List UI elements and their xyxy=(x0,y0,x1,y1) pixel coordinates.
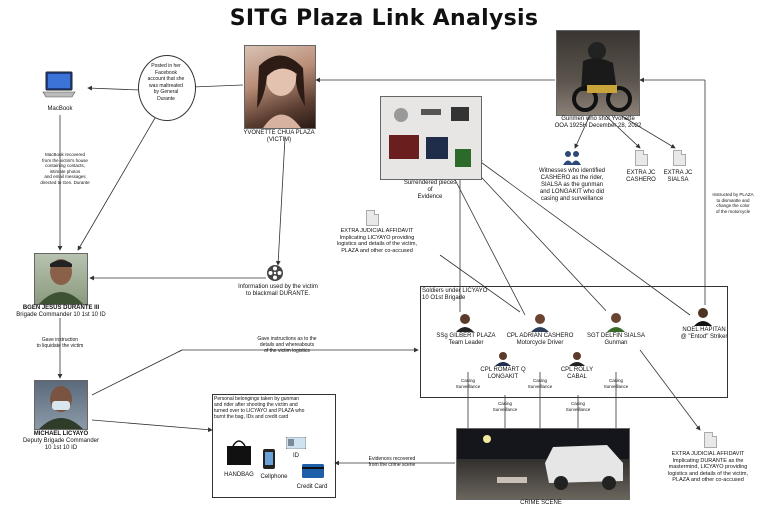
crime-scene-photo xyxy=(456,428,630,500)
casing-label-3: Casing Surveillance xyxy=(527,378,553,389)
durante-name: BGEN JESUS DURANTE III xyxy=(22,305,100,311)
longakit-photo xyxy=(494,350,512,366)
plaza-role: Team Leader xyxy=(448,340,484,346)
affidavit-licyayo: EXTRA JUDICIAL AFFIDAVIT Implicating LIC… xyxy=(336,228,418,254)
crime-scene-label: CRIME SCENE xyxy=(520,500,562,506)
sialsa-photo xyxy=(606,310,626,332)
casing-label-4: Casing Surveillance xyxy=(565,401,591,412)
instructed-note: Instructed by PLAZA to dismantle and cha… xyxy=(712,192,754,214)
durante-photo xyxy=(34,253,88,305)
hapitan-name: NOEL HAPITAN xyxy=(682,327,726,333)
evidences-recovered-note: Evidences recovered from the crime scene xyxy=(368,456,416,468)
victim-photo xyxy=(244,45,316,129)
credit-card-label: Credit Card xyxy=(296,484,328,490)
gave-instructions-details: Gave instructions as to the details and … xyxy=(257,336,317,354)
casing-label-5: Casing Surveillance xyxy=(603,378,629,389)
casing-label-1: Casing Surveillance xyxy=(455,378,481,389)
hapitan-role: @ "Entod" Striker xyxy=(680,334,728,340)
victim-name: YVONETTE CHUA PLAZA xyxy=(243,130,315,136)
macbook-note: MacBook recovered from the victim's hous… xyxy=(40,152,90,185)
extra-jc-sialsa: EXTRA JC SIALSA xyxy=(663,170,693,183)
plaza-name: SSg GILBERT PLAZA xyxy=(436,333,496,339)
sialsa-role: Gunman xyxy=(604,340,628,346)
document-icon xyxy=(673,150,686,166)
cabal-photo xyxy=(568,350,586,366)
extra-jc-cashero: EXTRA JC CASHERO xyxy=(626,170,656,183)
film-reel-icon xyxy=(266,264,284,282)
licyayo-name: MICHAEL LICYAYO xyxy=(33,431,89,437)
victim-role: (VICTIM) xyxy=(266,137,292,143)
info-blackmail: Information used by the victim to blackm… xyxy=(238,284,318,297)
handbag-label: HANDBAG xyxy=(224,472,254,478)
soldiers-group-box xyxy=(420,286,728,398)
evidence-photo xyxy=(380,96,482,180)
gunmen-photo xyxy=(556,30,640,116)
casing-label-2: Casing Surveillance xyxy=(492,401,518,412)
macbook-label: MacBook xyxy=(47,106,73,112)
hapitan-photo xyxy=(693,306,713,326)
belongings-box xyxy=(212,394,336,498)
gave-instruction-note: Gave instruction to liquidate the victim xyxy=(36,337,84,349)
plaza-photo xyxy=(455,312,475,332)
document-icon xyxy=(704,432,717,448)
cashero-role: Motorcycle Driver xyxy=(516,340,564,346)
phone-icon xyxy=(262,448,276,470)
licyayo-photo xyxy=(34,380,88,430)
facebook-post-text: Posted in her Facebook account that she … xyxy=(147,63,185,102)
witnesses-note: Witnesses who identified CASHERO as the … xyxy=(538,168,606,202)
document-icon xyxy=(635,150,648,166)
soldiers-header: Soldiers under LICYAYO 10 O1st Brigade xyxy=(422,288,488,301)
cashero-photo xyxy=(530,312,550,332)
durante-role: Brigade Commander 10 1st 10 ID xyxy=(16,312,106,318)
handbag-icon xyxy=(224,436,254,466)
id-card-icon xyxy=(285,436,307,450)
licyayo-role: Deputy Brigade Commander 10 1st 10 ID xyxy=(22,438,100,451)
longakit-name: CPL ROMART Q LONGAKIT xyxy=(480,367,526,380)
sialsa-name: SGT DELFIN SIALSA xyxy=(587,333,645,339)
cabal-name: CPL ROLLY CABAL xyxy=(560,367,594,380)
document-icon xyxy=(366,210,379,226)
cashero-name: CPL ADRIAN CASHERO xyxy=(506,333,574,339)
page-title: SITG Plaza Link Analysis xyxy=(229,6,539,31)
id-label: ID xyxy=(293,453,299,459)
people-icon xyxy=(563,150,581,166)
gunmen-label: Gunmen who shot Yvonette OOA 1925H Decem… xyxy=(554,116,642,129)
affidavit-durante: EXTRA JUDICIAL AFFIDAVIT Implicating DUR… xyxy=(667,451,749,483)
belongings-note: Personal belongings taken by gunman and … xyxy=(214,396,305,420)
facebook-post-bubble xyxy=(138,55,196,121)
credit-card-icon xyxy=(302,464,324,478)
laptop-icon xyxy=(42,70,76,100)
evidence-label: Surrendered pieces of Evidence xyxy=(403,180,457,200)
cellphone-label: Cellphone xyxy=(260,474,288,480)
